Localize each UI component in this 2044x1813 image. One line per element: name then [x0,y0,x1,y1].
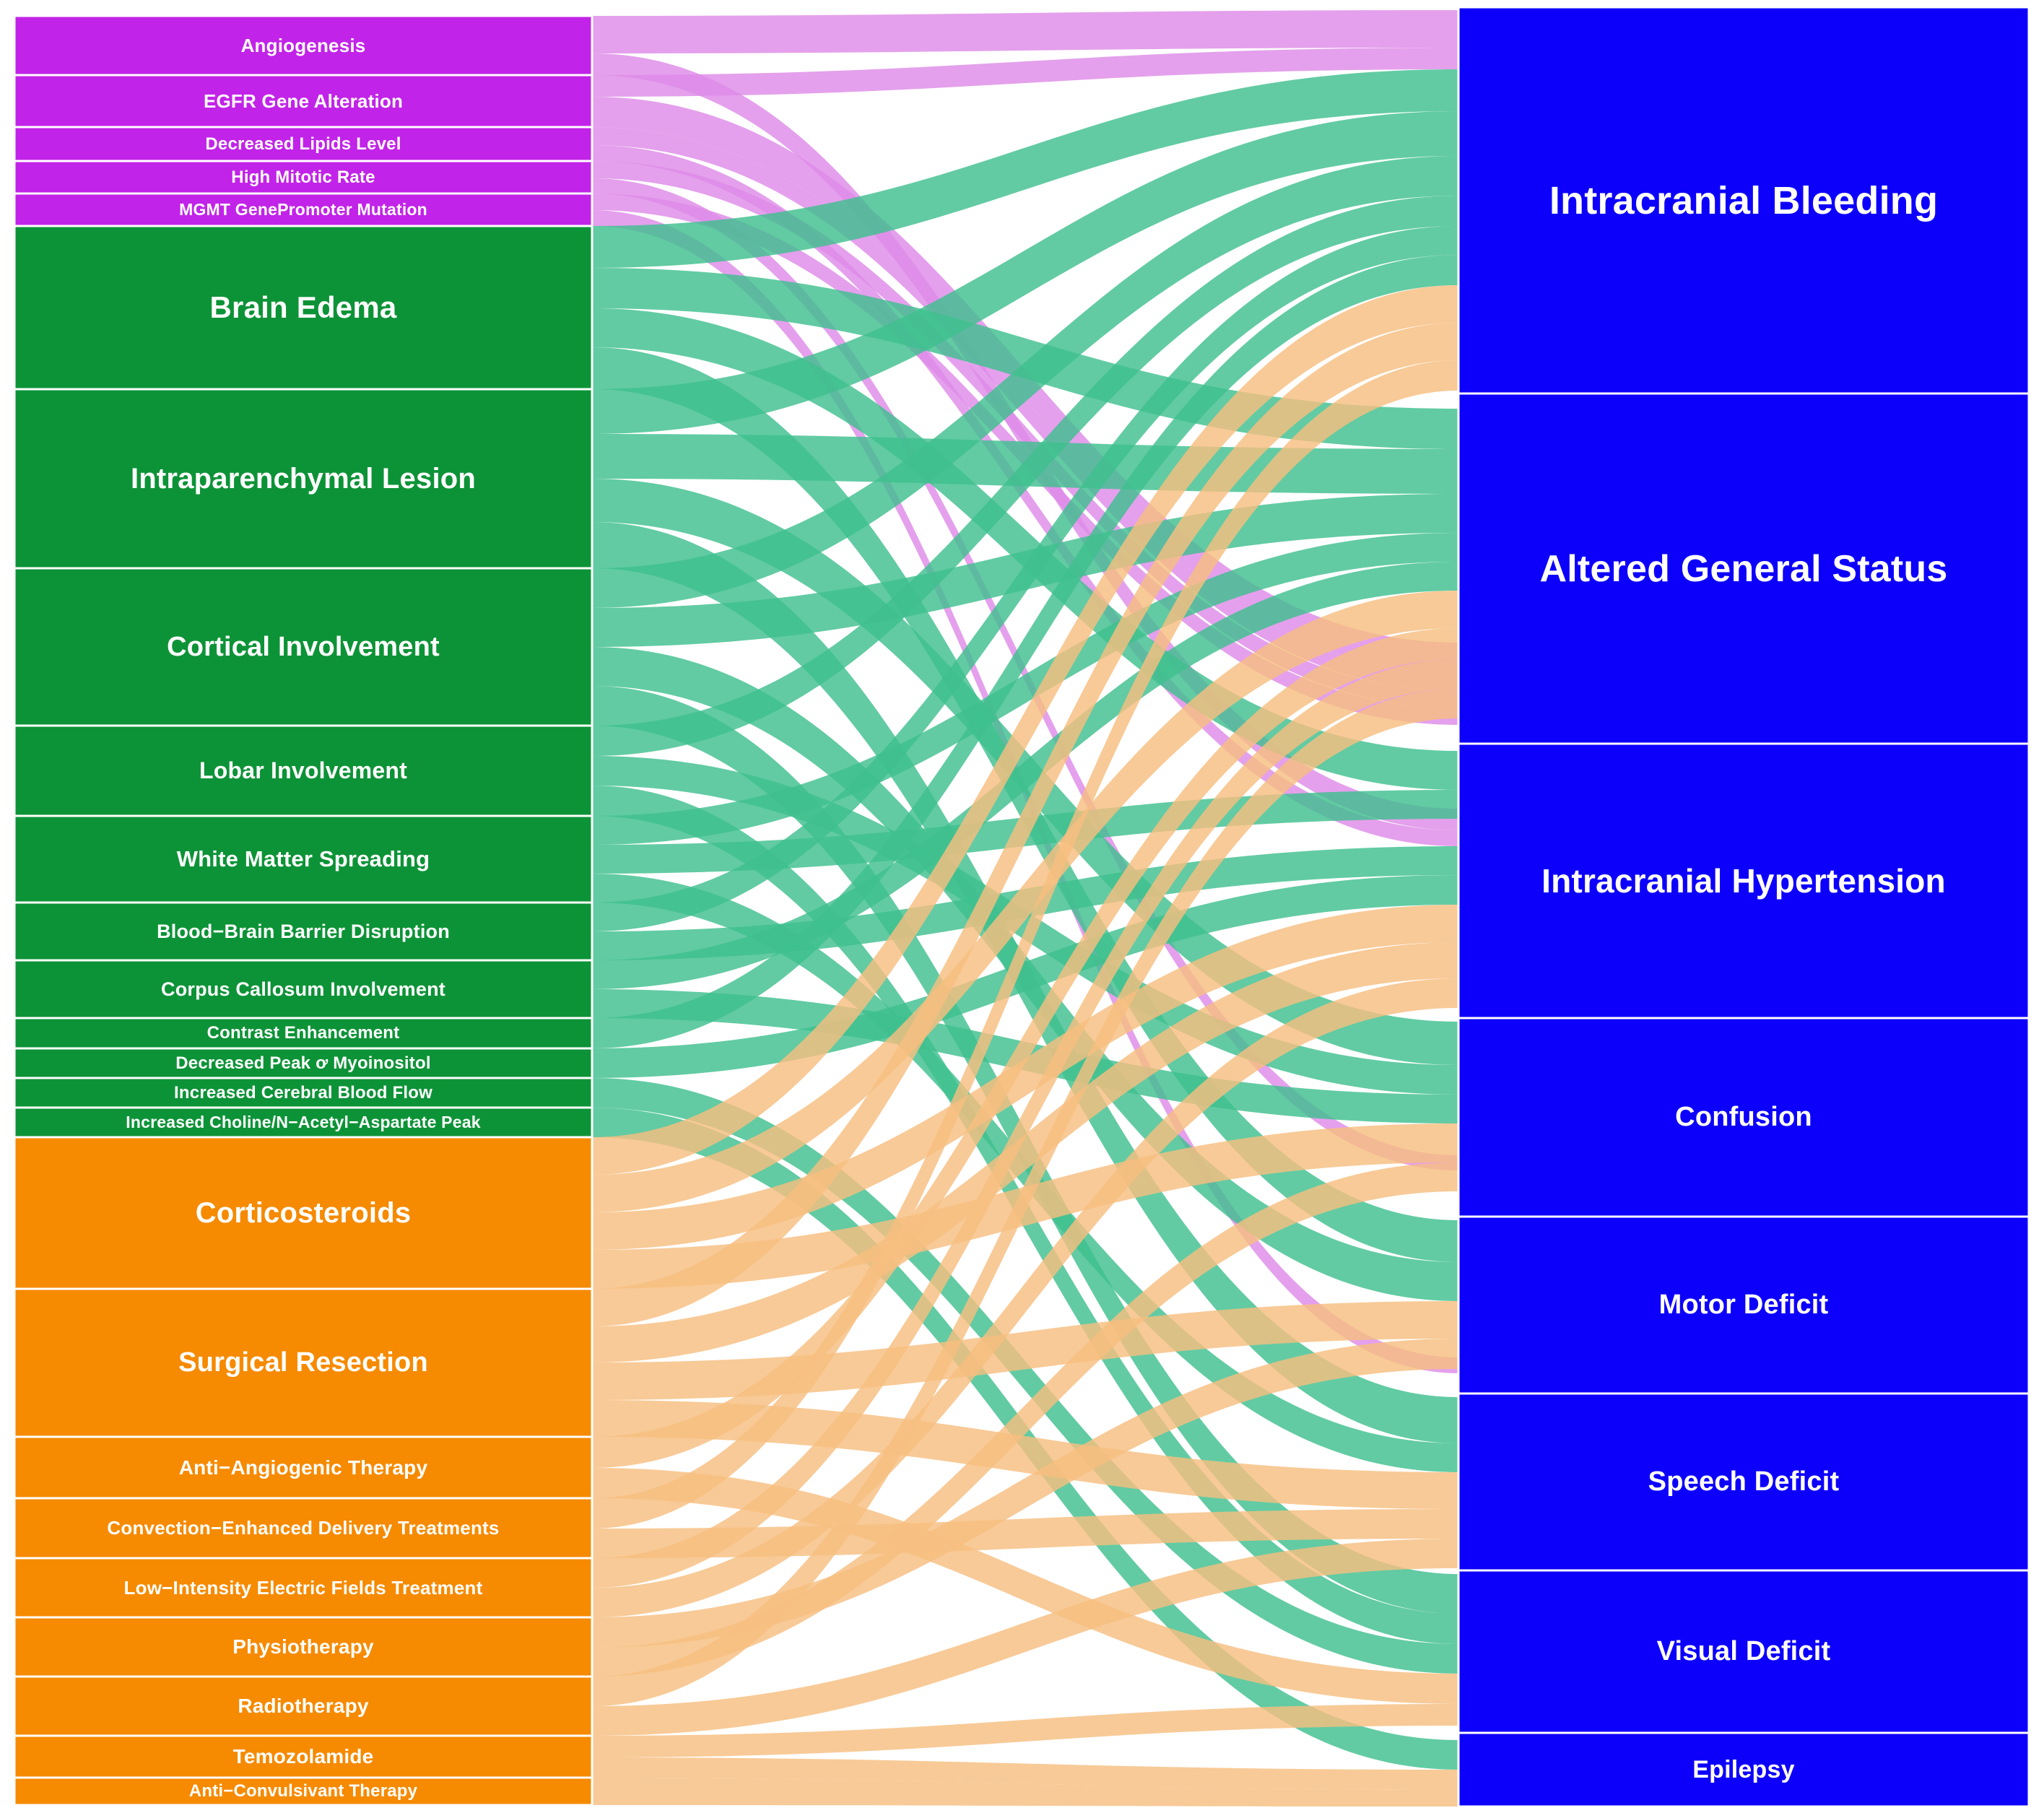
sankey-node-corticosteroids[interactable] [13,1136,593,1290]
sankey-link[interactable] [592,226,1458,931]
sankey-link[interactable] [592,1539,1458,1736]
sankey-link[interactable] [592,978,1458,1617]
sankey-node-temozolamide[interactable] [13,1734,593,1779]
sankey-node-cortical[interactable] [13,567,593,727]
sankey-node-white_matter[interactable] [13,814,593,904]
sankey-node-motor_deficit[interactable] [1457,1215,2030,1395]
sankey-node-radiotherapy[interactable] [13,1675,593,1737]
sankey-link[interactable] [592,591,1458,1212]
sankey-link[interactable] [592,875,1458,1078]
link-ribbons-group [592,10,1458,1807]
sankey-link[interactable] [592,1078,1458,1674]
sankey-node-brain_edema[interactable] [13,225,593,391]
sankey-link[interactable] [592,10,1458,53]
sankey-node-altered_general_status[interactable] [1457,392,2030,745]
sankey-link[interactable] [592,942,1458,1362]
sankey-node-speech_deficit[interactable] [1457,1392,2030,1572]
sankey-link[interactable] [592,69,1458,268]
sankey-link[interactable] [592,905,1458,1250]
sankey-node-visual_deficit[interactable] [1457,1569,2030,1734]
sankey-link[interactable] [592,1400,1458,1509]
sankey-node-decr_lipids[interactable] [13,126,593,162]
sankey-link[interactable] [592,562,1458,989]
sankey-link[interactable] [592,1757,1458,1790]
sankey-link[interactable] [592,255,1458,1048]
sankey-link[interactable] [592,323,1458,1326]
sankey-node-convection[interactable] [13,1497,593,1560]
sankey-node-angiogenesis[interactable] [13,14,593,77]
sankey-link[interactable] [592,127,1458,691]
sankey-node-intracranial_hypertension[interactable] [1457,742,2030,1019]
sankey-link[interactable] [592,1704,1458,1757]
sankey-node-bbb[interactable] [13,901,593,962]
sankey-node-confusion[interactable] [1457,1017,2030,1218]
sankey-node-high_mitotic[interactable] [13,160,593,195]
sankey-link[interactable] [592,756,1458,1095]
sankey-node-low_intensity[interactable] [13,1557,593,1619]
sankey-node-intraparenchymal[interactable] [13,388,593,570]
sankey-link[interactable] [592,1778,1458,1807]
sankey-link[interactable] [592,628,1458,1468]
sankey-link[interactable] [592,161,1458,708]
sankey-node-epilepsy[interactable] [1457,1731,2030,1808]
sankey-node-decr_myo[interactable] [13,1047,593,1079]
sankey-node-incr_cho_naa[interactable] [13,1106,593,1139]
sankey-link[interactable] [592,347,1458,1262]
sankey-link[interactable] [592,111,1458,434]
sankey-link[interactable] [592,156,1458,608]
sankey-node-surgical_resection[interactable] [13,1287,593,1438]
sankey-node-incr_cbf[interactable] [13,1077,593,1109]
sankey-node-egfr[interactable] [13,74,593,129]
sankey-node-mgmt[interactable] [13,192,593,227]
sankey-link[interactable] [592,1509,1458,1558]
sankey-link[interactable] [592,145,1458,846]
sankey-link[interactable] [592,874,1458,1472]
sankey-link[interactable] [592,285,1458,1175]
sankey-link[interactable] [592,48,1458,97]
sankey-link[interactable] [592,689,1458,1706]
sankey-link[interactable] [592,1339,1458,1648]
sankey-link[interactable] [592,659,1458,1588]
sankey-link[interactable] [592,1468,1458,1704]
node-rects-group [13,6,2030,1808]
sankey-node-intracranial_bleeding[interactable] [1457,6,2030,395]
sankey-link[interactable] [592,533,1458,845]
sankey-node-anti_angiogenic[interactable] [13,1435,593,1500]
sankey-node-anti_convulsivant[interactable] [13,1776,593,1807]
sankey-node-physiotherapy[interactable] [13,1616,593,1678]
sankey-link[interactable] [592,196,1458,756]
sankey-node-contrast_enh[interactable] [13,1017,593,1050]
sankey-node-corpus_callosum[interactable] [13,959,593,1019]
sankey-node-lobar[interactable] [13,724,593,817]
sankey-link[interactable] [592,360,1458,1529]
sankey-link[interactable] [592,308,1458,790]
sankey-link[interactable] [592,1162,1458,1677]
